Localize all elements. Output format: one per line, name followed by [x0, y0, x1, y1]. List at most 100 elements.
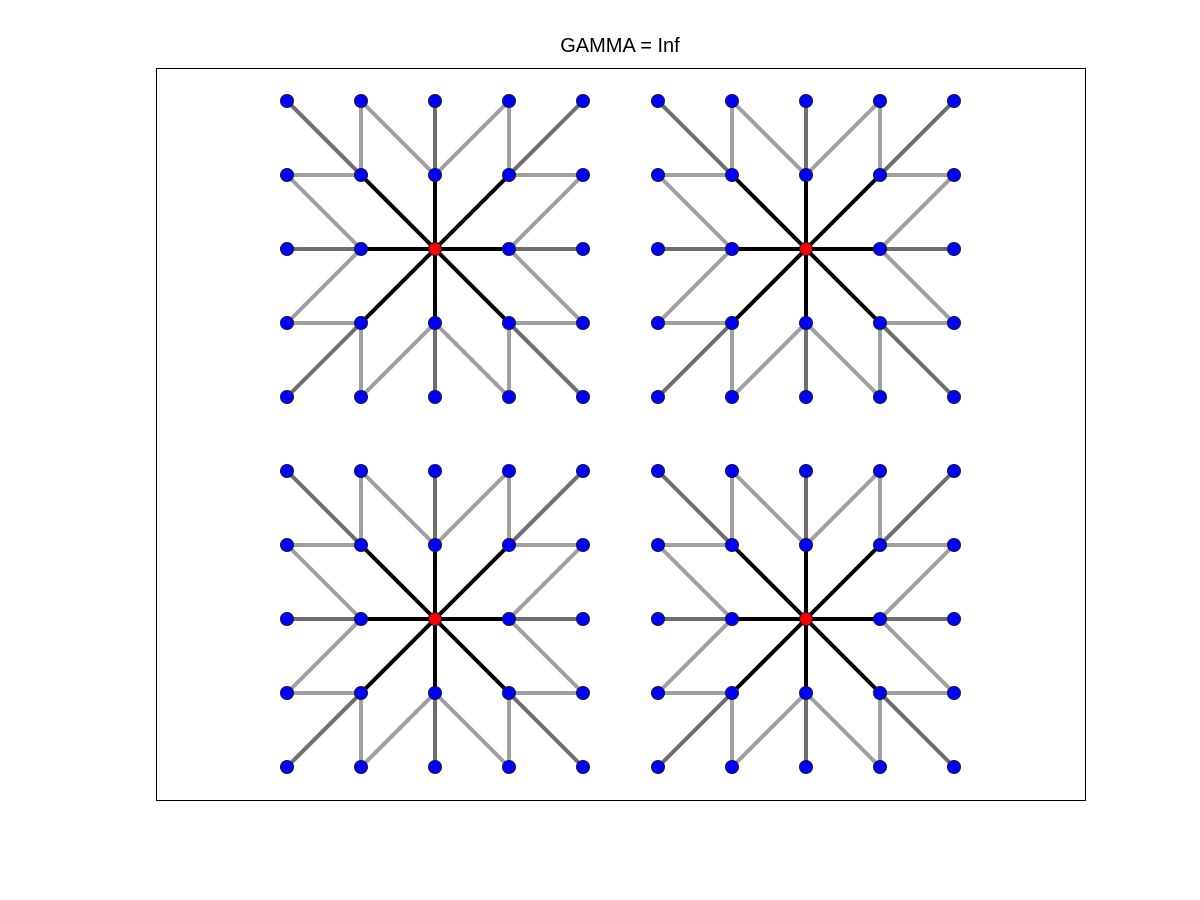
edge-level-2	[507, 617, 585, 695]
edge-level-2	[359, 469, 437, 547]
node	[280, 168, 294, 182]
edge-level-1	[359, 247, 437, 325]
edge-level-2	[285, 247, 363, 325]
node	[280, 760, 294, 774]
nodes	[651, 94, 961, 404]
node	[502, 316, 516, 330]
nodes	[280, 464, 590, 774]
node	[947, 94, 961, 108]
node	[725, 538, 739, 552]
node	[947, 686, 961, 700]
node	[428, 760, 442, 774]
edge-level-2	[285, 469, 363, 547]
node	[576, 390, 590, 404]
lattice-top-right	[651, 94, 961, 404]
center-node	[799, 612, 813, 626]
edge-level-2	[878, 469, 956, 547]
node	[280, 686, 294, 700]
node	[280, 464, 294, 478]
node	[502, 612, 516, 626]
edge-level-2	[507, 691, 585, 769]
edge-level-1	[433, 173, 511, 251]
node	[725, 242, 739, 256]
node	[576, 686, 590, 700]
node	[947, 538, 961, 552]
center-node	[799, 242, 813, 256]
node	[354, 316, 368, 330]
node	[354, 168, 368, 182]
edge-level-1	[433, 617, 511, 695]
edge-level-2	[285, 617, 363, 695]
node	[799, 538, 813, 552]
node	[280, 316, 294, 330]
edge-level-1	[730, 173, 808, 251]
node	[947, 242, 961, 256]
node	[502, 94, 516, 108]
edge-level-2	[433, 469, 511, 547]
edge-level-2	[359, 99, 437, 177]
edge-level-2	[285, 99, 363, 177]
node	[428, 464, 442, 478]
node	[947, 612, 961, 626]
edges	[656, 469, 956, 769]
node	[354, 464, 368, 478]
node	[354, 538, 368, 552]
node	[576, 760, 590, 774]
node	[354, 94, 368, 108]
node	[651, 94, 665, 108]
edge-level-1	[804, 247, 882, 325]
edge-level-2	[433, 321, 511, 399]
edge-level-2	[359, 691, 437, 769]
node	[576, 316, 590, 330]
edge-level-2	[656, 469, 734, 547]
node	[428, 538, 442, 552]
node	[354, 390, 368, 404]
node	[502, 242, 516, 256]
node	[280, 390, 294, 404]
edge-level-2	[878, 247, 956, 325]
edges	[656, 99, 956, 399]
node	[873, 538, 887, 552]
node	[651, 242, 665, 256]
node	[799, 760, 813, 774]
edge-level-2	[433, 99, 511, 177]
node	[873, 242, 887, 256]
node	[651, 464, 665, 478]
node	[280, 242, 294, 256]
center-node	[428, 242, 442, 256]
edge-level-2	[285, 173, 363, 251]
edge-level-2	[507, 543, 585, 621]
node	[576, 168, 590, 182]
node	[947, 168, 961, 182]
node	[502, 464, 516, 478]
node	[576, 242, 590, 256]
edge-level-2	[656, 691, 734, 769]
node	[651, 538, 665, 552]
node	[280, 94, 294, 108]
axes-frame	[156, 68, 1086, 801]
node	[725, 464, 739, 478]
node	[428, 168, 442, 182]
edge-level-2	[285, 543, 363, 621]
node	[354, 760, 368, 774]
node	[799, 390, 813, 404]
edge-level-2	[878, 321, 956, 399]
edge-level-2	[804, 321, 882, 399]
node	[502, 168, 516, 182]
edge-level-2	[878, 173, 956, 251]
node	[354, 242, 368, 256]
node	[428, 686, 442, 700]
nodes	[651, 464, 961, 774]
node	[651, 612, 665, 626]
node	[725, 168, 739, 182]
edge-level-1	[730, 617, 808, 695]
edge-level-2	[730, 469, 808, 547]
edge-level-2	[656, 173, 734, 251]
edge-level-2	[656, 617, 734, 695]
node	[873, 686, 887, 700]
edge-level-2	[656, 321, 734, 399]
node	[725, 390, 739, 404]
edge-level-1	[804, 173, 882, 251]
edge-level-2	[285, 321, 363, 399]
